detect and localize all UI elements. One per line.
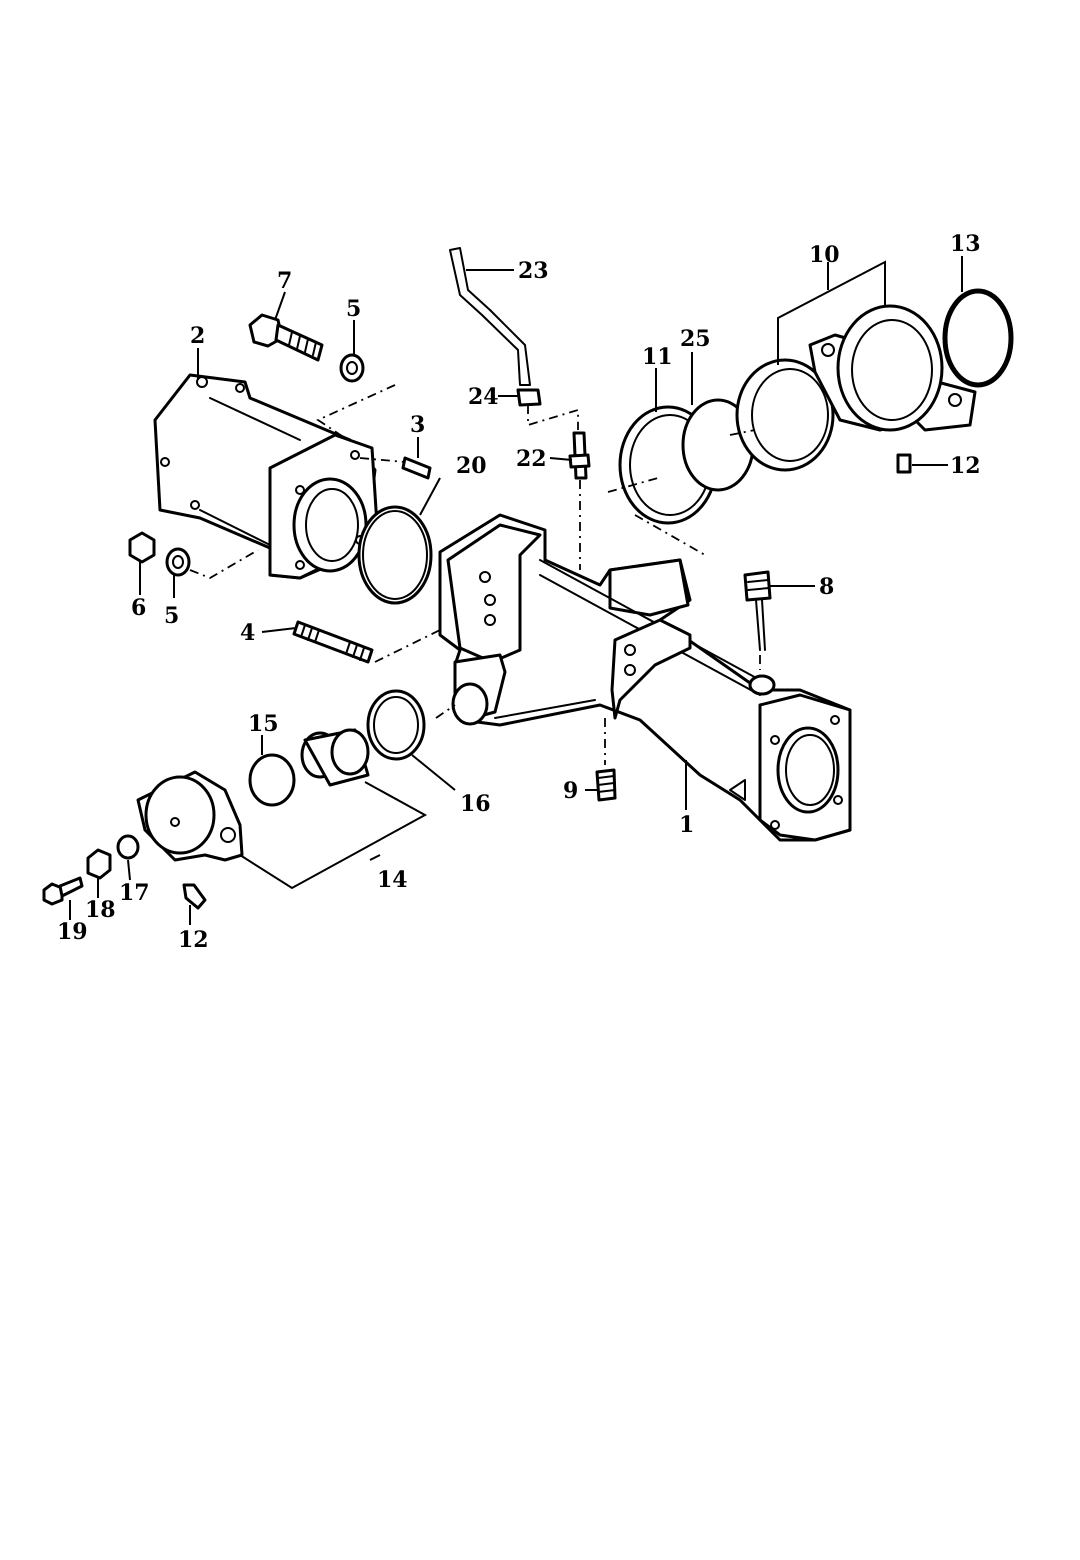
callout-13: 13 <box>950 231 981 257</box>
part-22-fitting <box>570 433 589 478</box>
callout-17: 17 <box>119 880 150 906</box>
callout-23: 23 <box>518 258 549 284</box>
part-14-bearing-housing <box>138 772 242 860</box>
callout-20: 20 <box>456 453 487 479</box>
callout-2: 2 <box>190 323 205 349</box>
part-3-dowel-pin <box>403 458 430 478</box>
part-9-plug <box>597 770 615 800</box>
callout-19: 19 <box>57 919 88 945</box>
callout-15: 15 <box>248 711 279 737</box>
callout-1: 1 <box>679 812 694 838</box>
part-18-nut <box>88 850 110 878</box>
callout-9: 9 <box>563 778 578 804</box>
part-13-snap-ring <box>945 291 1011 385</box>
callout-7: 7 <box>277 268 292 294</box>
callout-5-top: 5 <box>346 296 361 322</box>
part-14-bushing <box>302 730 368 785</box>
part-20-o-ring <box>359 507 431 603</box>
callout-22: 22 <box>516 446 547 472</box>
part-7-bolt <box>250 315 322 360</box>
callout-10: 10 <box>809 242 840 268</box>
part-6-nut <box>130 533 154 562</box>
callout-12-lower: 12 <box>178 927 209 953</box>
part-15-cap <box>250 755 294 805</box>
part-2-housing <box>155 375 378 578</box>
callout-4: 4 <box>240 620 255 646</box>
part-1-axle-housing <box>440 515 850 840</box>
part-4-stud <box>294 622 372 662</box>
callout-14: 14 <box>377 867 408 893</box>
part-24-clamp <box>518 390 540 405</box>
callout-11: 11 <box>642 344 673 370</box>
part-12-grease-nipple-upper <box>898 455 910 472</box>
callout-12-upper: 12 <box>950 453 981 479</box>
callout-3: 3 <box>410 412 425 438</box>
callout-5-left: 5 <box>164 603 179 629</box>
callout-18: 18 <box>85 897 116 923</box>
callout-8: 8 <box>819 574 834 600</box>
part-10-bearing-assembly <box>737 306 975 470</box>
callout-25: 25 <box>680 326 711 352</box>
part-12-grease-nipple-lower <box>184 885 205 908</box>
part-8-dipstick <box>745 572 770 650</box>
part-5-washer-left <box>167 549 189 575</box>
part-19-bolt <box>44 878 82 904</box>
part-5-washer-top <box>341 355 363 381</box>
part-17-washer <box>118 836 138 858</box>
callout-16: 16 <box>460 791 491 817</box>
part-16-washer <box>368 691 424 759</box>
callout-24: 24 <box>468 384 499 410</box>
callout-6: 6 <box>131 595 146 621</box>
